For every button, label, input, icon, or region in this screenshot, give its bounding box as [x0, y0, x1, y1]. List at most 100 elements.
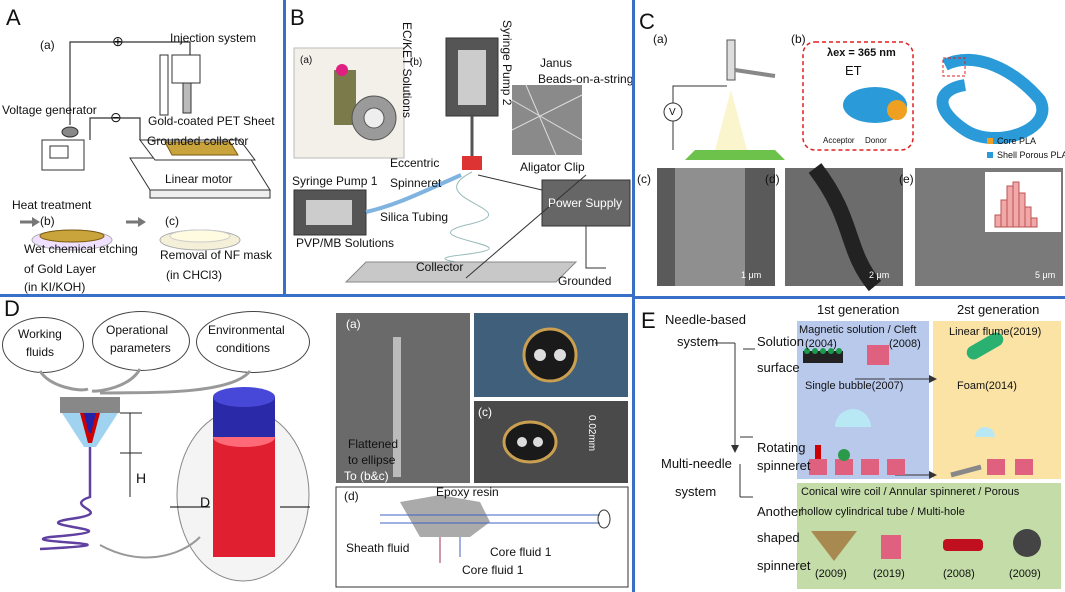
panel-b-ecket: EC/KET Solutions: [400, 22, 414, 118]
panel-a-letter: A: [6, 5, 21, 30]
divider-top-bottom-left: [0, 294, 634, 297]
panel-c-letter: C: [639, 9, 655, 34]
panel-a-drawing: [20, 41, 271, 251]
e-gen2: 2st generation: [957, 302, 1040, 317]
e-y2019: (2019): [873, 568, 905, 580]
e-magnetic: Magnetic solution / Cleft: [799, 324, 917, 336]
panel-e-letter: E: [641, 308, 656, 333]
panel-b-drawing: [293, 37, 631, 283]
e-solution2: surface: [757, 360, 800, 375]
panel-c-sub-d: (d): [765, 172, 780, 186]
panel-c-acceptor: Acceptor: [823, 136, 855, 145]
panel-b-sub-a: (a): [300, 55, 313, 66]
panel-b-silica: Silica Tubing: [380, 210, 449, 224]
panel-e: E Needle-based system Solution surface R…: [635, 299, 1065, 592]
e-y2008b: (2008): [943, 568, 975, 580]
panel-e-drawing: [715, 332, 1041, 561]
e-y2009a: (2009): [815, 568, 847, 580]
e-solution1: Solution: [757, 334, 804, 349]
panel-d-h: H: [136, 470, 147, 486]
panel-c-lambda: λex = 365 nm: [827, 47, 896, 59]
divider-ab: [283, 0, 286, 296]
e-foam: Foam(2014): [957, 380, 1017, 392]
panel-d-drawing: [38, 313, 629, 588]
bubble-environmental: [196, 311, 310, 373]
panel-c-sub-c: (c): [637, 172, 651, 186]
panel-a-injection-label: Injection system: [170, 31, 257, 45]
panel-a-sub-c: (c): [165, 214, 179, 228]
e-rotating1: Rotating: [757, 440, 806, 455]
panel-b-grounded: Grounded: [558, 274, 612, 288]
panel-b: B (a) (b) EC/KET Solutions Syringe Pump …: [286, 0, 632, 294]
e-conical2: hollow cylindrical tube / Multi-hole: [801, 506, 965, 518]
panel-d-core1b: Core fluid 1: [462, 563, 524, 577]
panel-b-beads: Beads-on-a-string: [538, 72, 632, 86]
e-another3: spinneret: [757, 558, 811, 573]
panel-d-flattened2: to ellipse: [348, 453, 396, 467]
panel-a-sheet-label: Gold-coated PET Sheet: [148, 114, 275, 128]
panel-d-to-bc: To (b&c): [344, 469, 389, 483]
panel-b-spinneret: Spinneret: [390, 176, 442, 190]
e-multi2: system: [675, 484, 717, 499]
panel-b-pump2: Syringe Pump 2: [500, 20, 514, 106]
panel-d-sub-a: (a): [346, 317, 361, 331]
panel-a-rem1: Removal of NF mask: [160, 248, 273, 262]
panel-b-pump1: Syringe Pump 1: [292, 174, 378, 188]
panel-d-epoxy: Epoxy resin: [436, 485, 499, 499]
bubble-env-line1: Environmental: [208, 323, 285, 337]
panel-b-janus: Janus: [540, 56, 573, 70]
e-multi1: Multi-needle: [661, 456, 732, 471]
panel-a-wet1: Wet chemical etching: [24, 242, 138, 256]
panel-c-scale-d: 2 μm: [869, 270, 890, 280]
e-needle1: Needle-based: [665, 312, 746, 327]
panel-d-sheath: Sheath fluid: [346, 541, 410, 555]
panel-a-heat-label: Heat treatment: [12, 198, 92, 212]
e-rotating2: spinneret: [757, 458, 811, 473]
panel-a-plus: ⊕: [112, 33, 124, 49]
panel-a-sub-a: (a): [40, 38, 55, 52]
e-another2: shaped: [757, 530, 800, 545]
e-y2009b: (2009): [1009, 568, 1041, 580]
panel-c-voltage-symbol: V: [669, 107, 676, 118]
panel-a-minus: ⊖: [110, 109, 122, 125]
panel-c-donor: Donor: [865, 136, 887, 145]
divider-top-bottom-right: [634, 296, 1065, 299]
panel-a-wet3: (in KI/KOH): [24, 280, 86, 294]
panel-c-sub-b: (b): [791, 32, 806, 46]
e-linear: Linear flume(2019): [949, 326, 1042, 338]
panel-c-sub-a: (a): [653, 32, 668, 46]
panel-b-aligator: Aligator Clip: [520, 160, 585, 174]
panel-a-wet2: of Gold Layer: [24, 262, 97, 276]
bubble-working-fluids: [2, 317, 84, 373]
bubble-operational: [92, 311, 190, 371]
panel-d-core1a: Core fluid 1: [490, 545, 552, 559]
panel-a: A (a) ⊕ ⊖ Injection system Voltage gener…: [0, 0, 283, 295]
panel-d-d: D: [200, 494, 211, 510]
panel-b-letter: B: [290, 5, 305, 30]
bubble-env-line2: conditions: [216, 341, 271, 355]
bubble-oper-line1: Operational: [106, 323, 169, 337]
panel-b-collector: Collector: [416, 260, 464, 274]
panel-d-letter: D: [4, 297, 20, 321]
e-yellow-box: [933, 321, 1061, 479]
panel-c-shell: Shell Porous PLA: [997, 150, 1065, 160]
e-gen1: 1st generation: [817, 302, 900, 317]
panel-a-voltage-label: Voltage generator: [2, 103, 97, 117]
panel-c-drawing: [657, 39, 1063, 292]
panel-b-power: Power Supply: [548, 196, 623, 210]
panel-c: C (a) (b) V λex = 365 nm ET Acceptor Don…: [635, 0, 1065, 296]
panel-c-sub-e: (e): [899, 172, 914, 186]
panel-d-flattened1: Flattened: [348, 437, 399, 451]
e-y2008a: (2008): [889, 338, 921, 350]
panel-b-eccentric: Eccentric: [390, 156, 440, 170]
bubble-working-line2: fluids: [26, 345, 55, 359]
e-y2004: (2004): [805, 338, 837, 350]
panel-d-scale: 0.02mm: [586, 415, 597, 452]
panel-a-motor-label: Linear motor: [165, 172, 233, 186]
panel-c-et: ET: [845, 63, 862, 78]
panel-c-core: Core PLA: [997, 136, 1037, 146]
e-needle2: system: [677, 334, 719, 349]
panel-a-rem2: (in CHCl3): [166, 268, 223, 282]
panel-d-sub-c: (c): [478, 405, 492, 419]
panel-a-grounded-label: Grounded collector: [147, 134, 249, 148]
